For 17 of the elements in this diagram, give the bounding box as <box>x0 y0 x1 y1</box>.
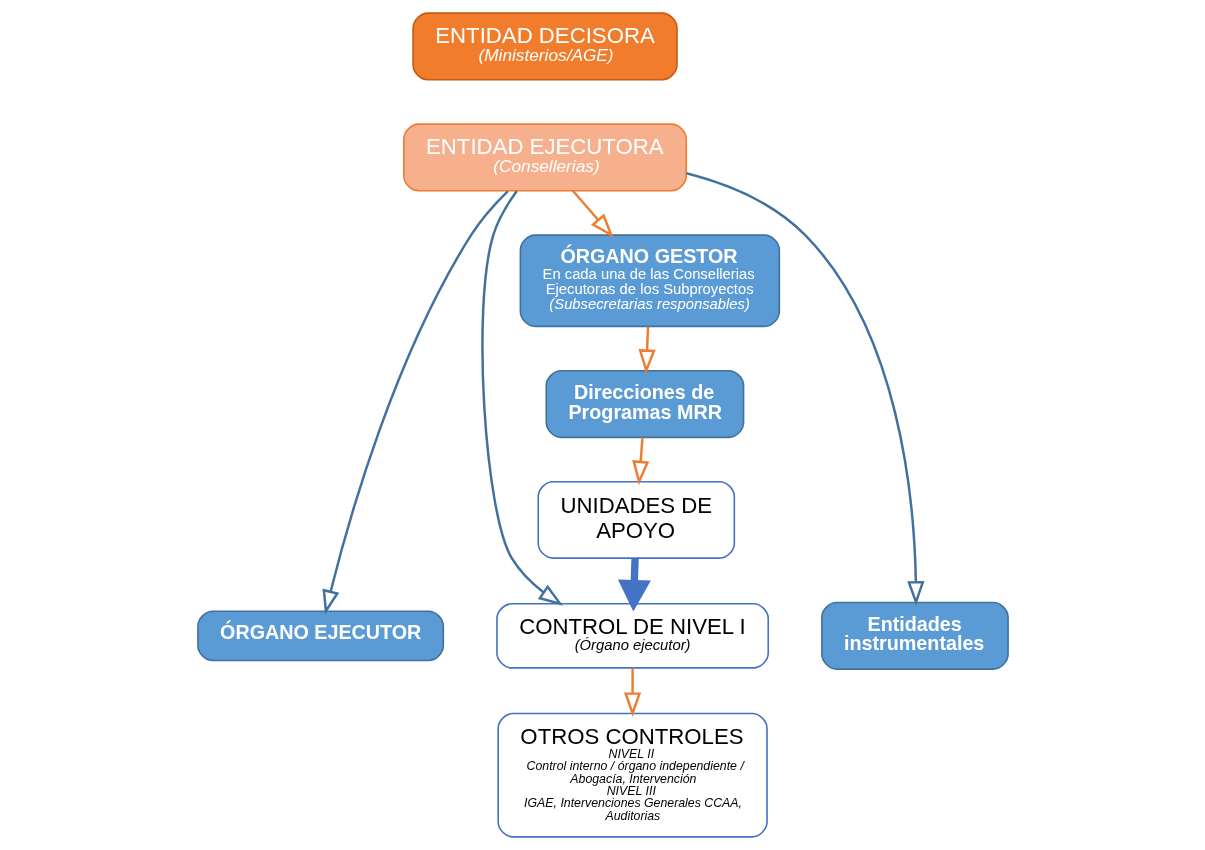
arrow <box>617 558 651 612</box>
arrow <box>637 326 656 375</box>
node-box: ÓRGANO GESTOR En cada una de las Consellerias Ejecutoras de los Subproyectos (Subsecretarias responsables) <box>519 234 780 328</box>
node-box: ENTIDAD DECISORA (Ministerios/AGE) <box>411 12 678 81</box>
arrow <box>480 190 563 606</box>
arrow <box>685 172 924 606</box>
node-box: UNIDADES DE APOYO <box>536 480 735 559</box>
node-box: Entidades instrumentales <box>820 601 1009 670</box>
arrow <box>623 668 641 718</box>
arrow <box>571 189 614 238</box>
node-box: ENTIDAD EJECUTORA (Consellerias) <box>402 123 687 192</box>
arrow <box>631 437 649 486</box>
arrow <box>321 190 509 615</box>
node-box: Direcciones de Programas MRR <box>545 369 744 439</box>
node-box: OTROS CONTROLES NIVEL II Control interno / órgano independiente / Abogacía, Intervención NIVEL III IGAE, Intervenciones Generales CCAA, Auditorias <box>496 712 768 838</box>
node-box: ÓRGANO EJECUTOR <box>196 610 444 662</box>
node-box: CONTROL DE NIVEL I (Órgano ejecutor) <box>495 603 769 669</box>
